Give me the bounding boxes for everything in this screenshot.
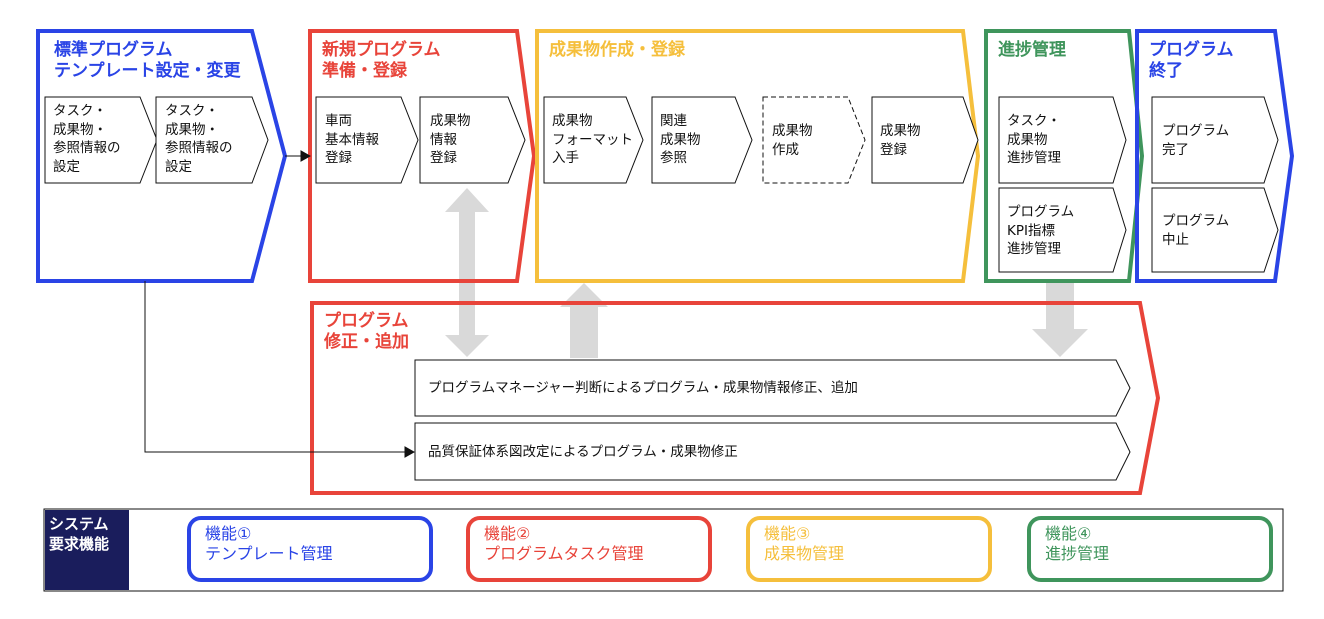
arrowhead-template-to-new xyxy=(300,150,312,162)
legend-frame xyxy=(43,508,1284,592)
step-progress-2-label: プログラム KPI指標 進捗管理 xyxy=(1007,204,1075,257)
phase-end-outline xyxy=(1135,29,1295,283)
step-template-2-label: タスク・ 成果物・ 参照情報の 設定 xyxy=(165,103,233,175)
step-new-program-2 xyxy=(419,96,526,184)
modify-bar-1 xyxy=(414,359,1131,417)
connector-template-to-modify xyxy=(144,281,405,453)
step-end-2-label: プログラム 中止 xyxy=(1162,213,1230,248)
legend-progress-management: 機能④ 進捗管理 xyxy=(1027,516,1273,582)
step-deliverable-1-label: 成果物 フォーマット 入手 xyxy=(552,113,633,166)
legend-program-task-management: 機能② プログラムタスク管理 xyxy=(466,516,712,582)
phase-modify-title: プログラム 修正・追加 xyxy=(324,311,409,352)
step-deliverable-4 xyxy=(871,96,979,184)
step-deliverable-2-label: 関連 成果物 参照 xyxy=(660,113,701,166)
phase-new-program-title: 新規プログラム 準備・登録 xyxy=(322,40,441,81)
phase-progress-title: 進捗管理 xyxy=(998,40,1066,60)
step-deliverable-3-label: 成果物 作成 xyxy=(772,123,813,158)
legend-deliverable-management: 機能③ 成果物管理 xyxy=(746,516,992,582)
arrowhead-template-to-modify xyxy=(404,446,416,458)
step-template-1-label: タスク・ 成果物・ 参照情報の 設定 xyxy=(53,103,121,175)
step-template-1 xyxy=(44,96,158,184)
step-end-1-label: プログラム 完了 xyxy=(1162,123,1230,158)
step-end-2 xyxy=(1151,187,1279,273)
phase-deliverable-outline xyxy=(535,29,981,283)
modify-bar-2 xyxy=(414,422,1131,481)
step-progress-1 xyxy=(998,96,1127,184)
arrow-progress-to-modify xyxy=(1032,283,1088,357)
phase-end-title: プログラム 終了 xyxy=(1149,40,1234,81)
double-arrow-new-program-modify xyxy=(445,188,489,357)
modify-bar-1-label: プログラムマネージャー判断によるプログラム・成果物情報修正、追加 xyxy=(428,380,858,396)
gray-arrows xyxy=(445,188,1088,358)
step-end-1 xyxy=(1151,96,1279,184)
step-deliverable-2 xyxy=(651,96,753,184)
step-deliverable-4-label: 成果物 登録 xyxy=(880,123,921,158)
arrow-modify-to-deliverable xyxy=(560,283,608,358)
step-deliverable-3 xyxy=(762,96,866,184)
modify-bar-2-label: 品質保証体系図改定によるプログラム・成果物修正 xyxy=(428,444,738,460)
phase-template-title: 標準プログラム テンプレート設定・変更 xyxy=(54,40,241,81)
step-new-program-1-label: 車両 基本情報 登録 xyxy=(325,113,379,166)
step-deliverable-1 xyxy=(543,96,644,184)
legend-header: システム 要求機能 xyxy=(45,510,129,590)
step-new-program-2-label: 成果物 情報 登録 xyxy=(430,113,471,166)
step-progress-1-label: タスク・ 成果物 進捗管理 xyxy=(1007,113,1061,166)
phase-modify-outline xyxy=(310,301,1161,495)
step-progress-2 xyxy=(998,187,1127,273)
phase-deliverable-title: 成果物作成・登録 xyxy=(549,40,685,60)
legend-template-management: 機能① テンプレート管理 xyxy=(187,516,433,582)
phase-new-program-outline xyxy=(308,29,537,283)
phase-template-outline xyxy=(36,29,288,283)
step-template-2 xyxy=(155,96,269,184)
step-new-program-1 xyxy=(315,96,419,184)
